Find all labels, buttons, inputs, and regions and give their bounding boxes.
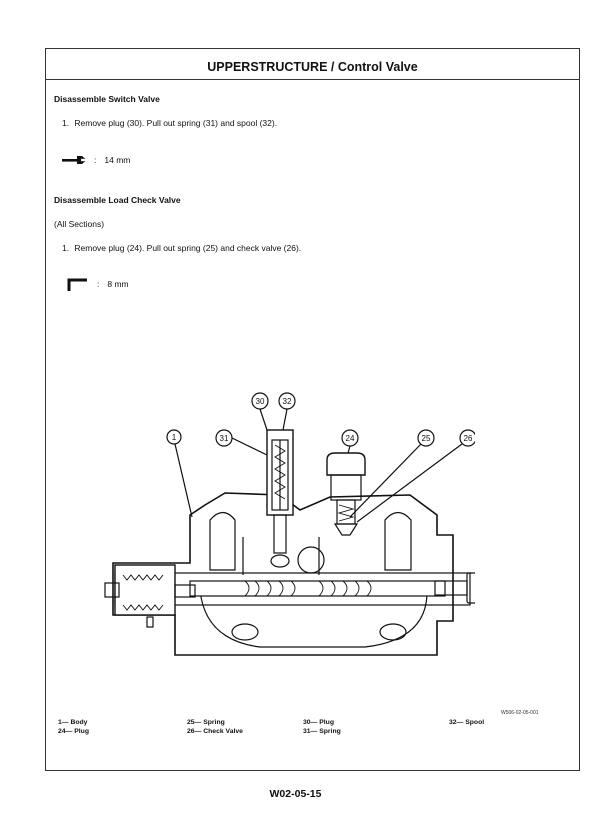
section-note: (All Sections) xyxy=(54,219,105,229)
callout-24: 24 xyxy=(341,429,359,447)
wrench-icon xyxy=(62,156,86,164)
svg-text:26: 26 xyxy=(464,434,473,443)
step-number: 1. xyxy=(62,243,70,253)
svg-text:31: 31 xyxy=(220,434,229,443)
svg-text:24: 24 xyxy=(346,434,355,443)
legend-item: 26— Check Valve xyxy=(187,728,243,735)
tool-colon: : xyxy=(94,155,97,165)
callout-31: 31 xyxy=(215,429,233,447)
tool-row-wrench: : 14 mm xyxy=(62,155,130,165)
step-switch-valve: 1. Remove plug (30). Pull out spring (31… xyxy=(62,118,312,129)
step-text: Remove plug (24). Pull out spring (25) a… xyxy=(74,243,302,253)
legend-item: 24— Plug xyxy=(58,728,89,735)
callout-1: 1 xyxy=(166,429,182,445)
legend-item: 32— Spool xyxy=(449,719,485,726)
svg-text:32: 32 xyxy=(283,397,292,406)
section-heading-load-check-valve: Disassemble Load Check Valve xyxy=(54,195,181,205)
page-number: W02-05-15 xyxy=(269,788,322,800)
tool-size: 14 mm xyxy=(104,155,131,165)
legend-item: 1— Body xyxy=(58,719,88,726)
tool-colon: : xyxy=(97,279,100,289)
header-bar: UPPERSTRUCTURE / Control Valve xyxy=(45,48,580,80)
hex-key-icon xyxy=(67,278,87,291)
legend-column-4: 32— Spool xyxy=(449,718,484,727)
legend-item: 30— Plug xyxy=(303,719,334,726)
tool-size: 8 mm xyxy=(107,279,129,289)
callout-25: 25 xyxy=(417,429,435,447)
section-heading-switch-valve: Disassemble Switch Valve xyxy=(54,94,160,104)
step-text: Remove plug (30). Pull out spring (31) a… xyxy=(74,118,278,128)
legend-item: 25— Spring xyxy=(187,719,225,726)
tool-row-hex-key: : 8 mm xyxy=(67,277,129,291)
callout-26: 26 xyxy=(459,429,475,447)
page-title: UPPERSTRUCTURE / Control Valve xyxy=(207,60,418,74)
step-load-check-valve: 1. Remove plug (24). Pull out spring (25… xyxy=(62,243,312,254)
legend-column-3: 30— Plug 31— Spring xyxy=(303,718,341,736)
svg-text:25: 25 xyxy=(422,434,431,443)
legend-column-2: 25— Spring 26— Check Valve xyxy=(187,718,243,736)
figure-code: W506-02-05-001 xyxy=(501,710,539,716)
page-frame xyxy=(45,48,580,771)
callout-30: 30 xyxy=(251,392,269,410)
legend-item: 31— Spring xyxy=(303,728,341,735)
svg-text:1: 1 xyxy=(172,433,177,442)
legend-column-1: 1— Body 24— Plug xyxy=(58,718,89,736)
callout-32: 32 xyxy=(278,392,296,410)
control-valve-diagram: 30 32 1 31 24 25 26 xyxy=(104,392,475,656)
svg-text:30: 30 xyxy=(256,397,265,406)
step-number: 1. xyxy=(62,118,70,128)
